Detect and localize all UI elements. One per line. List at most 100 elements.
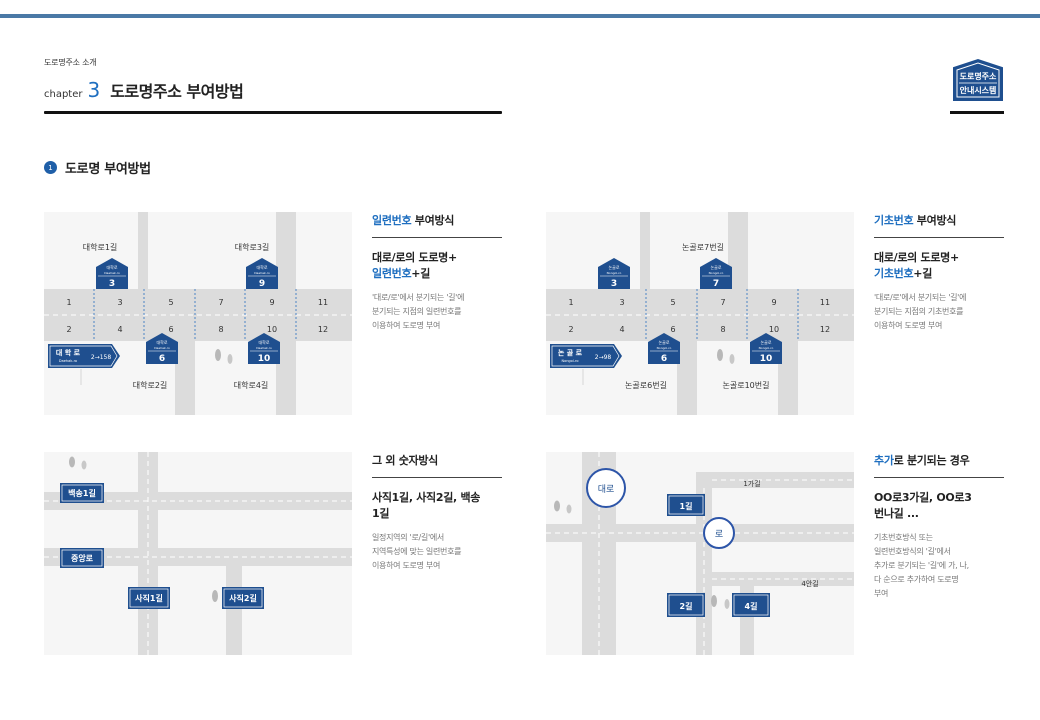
tree-icon [215, 349, 233, 364]
svg-text:7: 7 [713, 279, 719, 289]
svg-text:Nongol-ro: Nongol-ro [657, 346, 672, 350]
title-divider [44, 111, 502, 114]
lot-number: 6 [670, 325, 675, 334]
top-accent-bar [0, 14, 1040, 18]
lot-number: 2 [568, 325, 573, 334]
panel-additional-branch-map: 1가길 4안길 대로 로 1길 [546, 452, 854, 655]
svg-text:논골로: 논골로 [658, 339, 669, 345]
desc-divider [874, 477, 1004, 478]
road-sign: 논골로 Nongol-ro 6 [648, 333, 680, 364]
svg-text:Daehak-ro: Daehak-ro [59, 359, 77, 363]
lot-number: 12 [820, 325, 830, 334]
lot-number: 3 [117, 298, 122, 307]
logo-divider [950, 111, 1004, 114]
road-label-2: 대학로3길 [235, 242, 270, 252]
svg-text:대로: 대로 [598, 484, 615, 495]
svg-text:6: 6 [159, 354, 165, 364]
breadcrumb: 도로명주소 소개 [44, 58, 97, 67]
svg-text:중앙로: 중앙로 [71, 553, 94, 563]
lot-number: 4 [619, 325, 624, 334]
road-sign: 논골로 Nongol-ro 7 [700, 258, 732, 289]
svg-text:로: 로 [715, 530, 723, 540]
lot-number: 11 [318, 298, 328, 307]
chapter-word: chapter [44, 89, 83, 100]
road-type-circle: 대로 [586, 468, 626, 508]
svg-text:대 학 로: 대 학 로 [56, 348, 81, 357]
lot-number: 11 [820, 298, 830, 307]
chapter-heading: chapter 3 도로명주소 부여방법 [44, 78, 244, 102]
desc-divider [874, 237, 1004, 238]
lot-number: 10 [267, 325, 277, 334]
lot-number: 8 [720, 325, 725, 334]
desc-serial-number: 일련번호 부여방식 대로/로의 도로명+일련번호+길 '대로/로'에서 분기되는… [372, 212, 502, 333]
svg-text:6: 6 [661, 354, 667, 364]
desc-formula: 대로/로의 도로명+일련번호+길 [372, 251, 457, 280]
road-label-2: 4안길 [801, 579, 818, 588]
tree-icon [554, 500, 572, 514]
svg-text:2→98: 2→98 [595, 354, 612, 361]
svg-text:2→158: 2→158 [91, 354, 111, 361]
street-sign: 1길 [667, 494, 705, 516]
road-label-2: 논골로6번길 [625, 381, 667, 390]
svg-text:3: 3 [611, 279, 617, 289]
desc-divider [372, 237, 502, 238]
svg-text:9: 9 [259, 279, 265, 289]
desc-formula: 대로/로의 도로명+기초번호+길 [874, 251, 959, 280]
svg-text:대학로: 대학로 [106, 264, 117, 270]
desc-heading: 일련번호 부여방식 [372, 214, 455, 227]
road-label-3: 논골로10번길 [723, 381, 770, 390]
main-road-sign: 대 학 로 Daehak-ro 2→158 [48, 344, 120, 368]
road-label-3: 대학로2길 [133, 380, 168, 390]
svg-text:10: 10 [258, 354, 271, 364]
svg-text:Nongol-ro: Nongol-ro [607, 271, 622, 275]
svg-text:대학로: 대학로 [156, 339, 167, 345]
tree-icon [717, 349, 735, 364]
svg-text:1길: 1길 [680, 501, 693, 511]
svg-text:Nongol-ro: Nongol-ro [759, 346, 774, 350]
svg-text:대학로: 대학로 [258, 339, 269, 345]
lot-number: 5 [670, 298, 675, 307]
street-sign: 백송1길 [60, 483, 104, 503]
street-sign: 4길 [732, 593, 770, 617]
lot-number: 5 [168, 298, 173, 307]
panel-serial-number-map: 대학로1길 대학로3길 대학로2길 대학로4길 1 3 5 7 9 11 2 4… [44, 212, 352, 415]
desc-base-number: 기초번호 부여방식 대로/로의 도로명+기초번호+길 '대로/로'에서 분기되는… [874, 212, 1004, 333]
road-sign: 대학로 Daehak-ro 10 [248, 333, 280, 364]
section-title: 도로명 부여방법 [65, 162, 151, 177]
lot-number: 6 [168, 325, 173, 334]
road-type-circle: 로 [703, 517, 735, 549]
desc-heading: 추가로 분기되는 경우 [874, 454, 970, 467]
lot-number: 1 [66, 298, 71, 307]
svg-text:백송1길: 백송1길 [68, 488, 96, 498]
svg-text:대학로: 대학로 [256, 264, 267, 270]
page-title: 도로명주소 부여방법 [110, 82, 244, 101]
road-label-1: 논골로7번길 [682, 243, 724, 252]
svg-text:Daehak-ro: Daehak-ro [104, 271, 120, 275]
street-sign: 사직1길 [128, 587, 170, 609]
svg-text:논골로: 논골로 [760, 339, 771, 345]
panel-other-number-map: 백송1길 중앙로 사직1길 사직2길 [44, 452, 352, 655]
road-sign: 대학로 Daehak-ro 6 [146, 333, 178, 364]
svg-text:2길: 2길 [680, 601, 693, 611]
lot-number: 7 [720, 298, 725, 307]
road-sign: 대학로 Daehak-ro 3 [96, 258, 128, 289]
desc-heading: 그 외 숫자방식 [372, 454, 438, 467]
street-sign: 중앙로 [60, 548, 104, 568]
svg-text:Nongol-ro: Nongol-ro [709, 271, 724, 275]
road-label-1: 대학로1길 [83, 242, 118, 252]
street-sign: 2길 [667, 593, 705, 617]
road-sign: 논골로 Nongol-ro 10 [750, 333, 782, 364]
lot-number: 1 [568, 298, 573, 307]
lot-number: 2 [66, 325, 71, 334]
logo-text-line2: 안내시스템 [960, 85, 997, 95]
desc-heading: 기초번호 부여방식 [874, 214, 957, 227]
svg-text:Daehak-ro: Daehak-ro [256, 346, 272, 350]
lot-number: 12 [318, 325, 328, 334]
svg-text:Nongol-ro: Nongol-ro [561, 359, 578, 363]
